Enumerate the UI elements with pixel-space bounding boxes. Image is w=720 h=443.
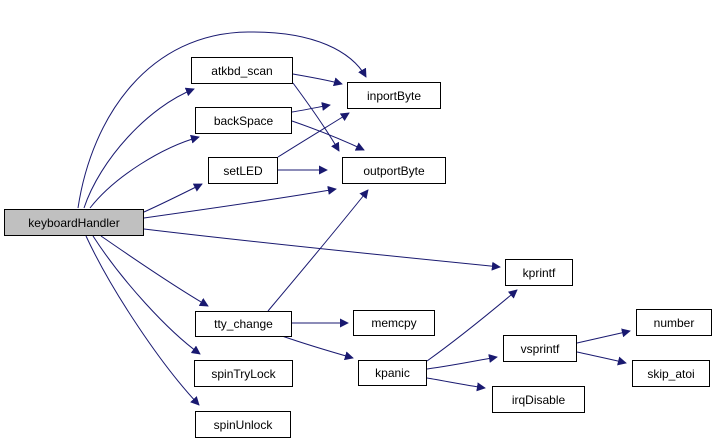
node-skip_atoi[interactable]: skip_atoi [632, 360, 710, 387]
node-kprintf[interactable]: kprintf [505, 259, 573, 286]
edge-kpanic-vsprintf [426, 354, 498, 370]
node-memcpy[interactable]: memcpy [353, 310, 435, 336]
edge-keyboardHandler-tty_change [100, 235, 209, 307]
node-inportByte[interactable]: inportByte [347, 82, 441, 109]
edge-keyboardHandler-setLED [143, 183, 203, 213]
edge-kpanic-kprintf [426, 289, 518, 362]
node-vsprintf[interactable]: vsprintf [503, 335, 577, 362]
edge-vsprintf-number [576, 328, 631, 344]
node-number[interactable]: number [636, 309, 712, 336]
edge-atkbd_scan-inportByte [292, 73, 343, 87]
edge-kpanic-irqDisable [426, 377, 486, 392]
node-spinUnlock[interactable]: spinUnlock [195, 411, 291, 438]
node-outportByte[interactable]: outportByte [342, 157, 446, 184]
edges-group [77, 31, 631, 406]
node-keyboardHandler: keyboardHandler [4, 209, 144, 236]
edge-keyboardHandler-inportByte [77, 31, 367, 209]
edge-vsprintf-skip_atoi [576, 351, 627, 366]
edge-keyboardHandler-backSpace [89, 134, 200, 209]
node-atkbd_scan[interactable]: atkbd_scan [191, 57, 293, 84]
edge-keyboardHandler-spinTryLock [92, 235, 201, 355]
edge-tty_change-kpanic [281, 335, 354, 361]
node-kpanic[interactable]: kpanic [358, 360, 427, 386]
edge-backSpace-outportByte [291, 120, 365, 151]
edge-backSpace-inportByte [291, 102, 331, 113]
edge-setLED-inportByte [277, 112, 350, 158]
edge-keyboardHandler-kprintf [143, 228, 501, 271]
edge-keyboardHandler-outportByte [143, 185, 337, 219]
node-backSpace[interactable]: backSpace [195, 107, 292, 134]
edge-keyboardHandler-spinUnlock [85, 235, 200, 406]
node-setLED[interactable]: setLED [208, 157, 278, 184]
node-spinTryLock[interactable]: spinTryLock [194, 360, 293, 387]
edge-keyboardHandler-atkbd_scan [83, 87, 195, 209]
node-tty_change[interactable]: tty_change [195, 311, 292, 337]
node-irqDisable[interactable]: irqDisable [492, 386, 585, 413]
edge-atkbd_scan-outportByte [292, 82, 340, 152]
edge-tty_change-outportByte [267, 189, 369, 312]
